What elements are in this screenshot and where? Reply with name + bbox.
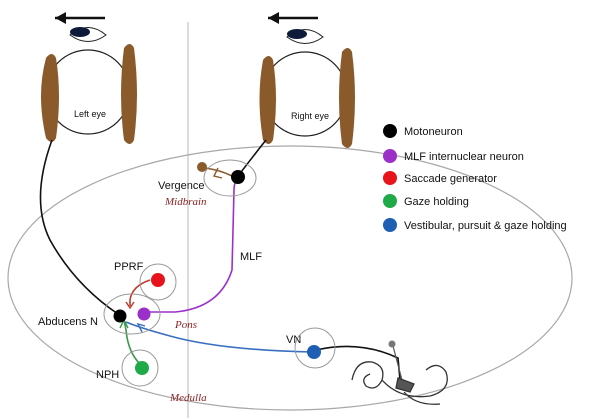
left-lateral-rectus — [41, 54, 59, 142]
midbrain-label: Midbrain — [164, 196, 207, 208]
right-eye: Right eye — [259, 12, 355, 148]
vestibular-terminal — [136, 322, 146, 333]
right-pupil — [287, 29, 307, 39]
left-eye-arrow-head — [55, 12, 66, 24]
legend-dot-vestibular — [383, 218, 397, 232]
legend-label-vestibular: Vestibular, pursuit & gaze holding — [404, 220, 567, 232]
hair-cell-stalk — [392, 345, 403, 381]
vn-label: VN — [286, 334, 301, 346]
abducens-nucleus-outline — [103, 293, 161, 335]
pons-label: Pons — [174, 319, 197, 331]
vestibular-neuron — [307, 345, 321, 359]
legend-label-mlf: MLF internuclear neuron — [404, 151, 524, 163]
vergence-path — [204, 167, 233, 177]
legend-dot-gaze — [383, 194, 397, 208]
oculomotor-nerve-path — [237, 139, 267, 177]
oculomotor-motoneuron — [231, 170, 245, 184]
abducens-nerve-path — [39, 139, 119, 315]
left-medial-rectus — [121, 44, 137, 144]
mlf-internuclear-neuron — [137, 307, 151, 321]
legend-dot-motoneuron — [383, 124, 397, 138]
vn-nucleus-outline — [294, 327, 336, 369]
abducens-motoneuron — [113, 309, 127, 323]
abducens-label: Abducens N — [38, 316, 98, 328]
legend-dot-mlf — [383, 149, 397, 163]
right-eye-label: Right eye — [291, 111, 329, 121]
canal-base — [403, 391, 441, 405]
legend: Motoneuron MLF internuclear neuron Sacca… — [383, 124, 567, 232]
pprf-saccade-generator — [151, 273, 165, 287]
hair-cell — [388, 340, 396, 348]
left-pupil — [70, 27, 90, 37]
pprf-label: PPRF — [114, 261, 144, 273]
saccade-terminal — [125, 301, 135, 310]
inner-ear-illustration — [351, 361, 448, 405]
nph-gaze-holding-neuron — [135, 361, 149, 375]
vergence-nucleus-outline — [203, 159, 257, 197]
vestibular-nerve-path — [315, 345, 401, 381]
right-medial-rectus — [259, 56, 276, 144]
mlf-label: MLF — [240, 251, 262, 263]
nph-label: NPH — [96, 369, 119, 381]
left-eye-label: Left eye — [74, 109, 106, 119]
brainstem-outline — [7, 145, 573, 411]
legend-label-saccade: Saccade generator — [404, 173, 497, 185]
nph-nucleus-outline — [121, 349, 159, 387]
gaze-holding-path — [123, 319, 141, 365]
left-eye: Left eye — [41, 12, 137, 144]
right-lateral-rectus — [339, 48, 355, 148]
vergence-terminal — [212, 167, 223, 179]
pprf-nucleus-outline — [139, 263, 177, 301]
semicircular-canal — [381, 364, 448, 398]
utricle — [395, 377, 415, 393]
vergence-neuron — [197, 162, 207, 172]
legend-label-gaze: Gaze holding — [404, 196, 469, 208]
right-eye-arrow-head — [268, 12, 279, 24]
cochlea-spiral — [351, 361, 384, 389]
saccade-path — [129, 279, 151, 306]
legend-dot-saccade — [383, 171, 397, 185]
vergence-label: Vergence — [158, 180, 204, 192]
medulla-label: Medulla — [169, 392, 207, 404]
legend-label-motoneuron: Motoneuron — [404, 126, 463, 138]
